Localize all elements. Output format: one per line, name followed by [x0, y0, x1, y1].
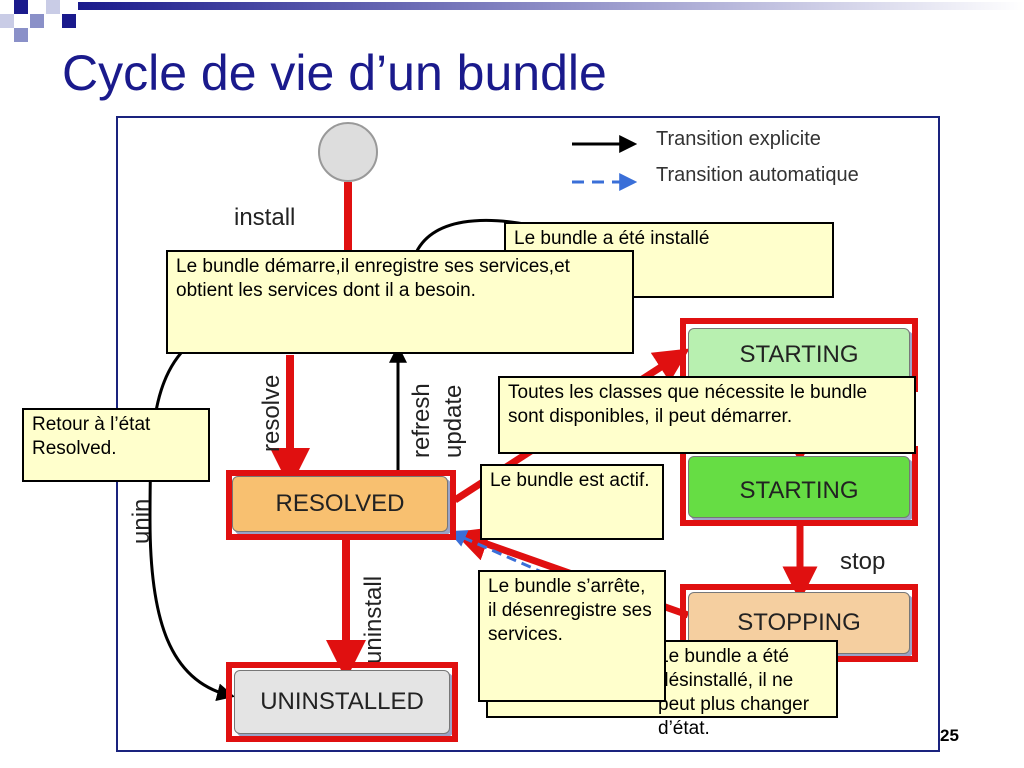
active-highlight — [680, 446, 918, 526]
callout-active: Le bundle est actif. — [480, 464, 664, 540]
uninstall-left-label: unin — [128, 498, 155, 544]
refresh-label: refresh — [408, 383, 435, 458]
uninstall-label: uninstall — [360, 575, 387, 664]
page-title: Cycle de vie d’un bundle — [62, 45, 607, 101]
state-uninstalled: UNINSTALLED — [234, 670, 450, 734]
corner-decoration — [0, 0, 1024, 42]
stop-label: stop — [840, 548, 886, 575]
resolved-highlight — [226, 470, 456, 540]
legend-automatic-label: Transition automatique — [656, 164, 859, 186]
callout-back-resolved: Retour à l’état Resolved. — [22, 408, 210, 482]
state-resolved: RESOLVED — [232, 476, 448, 532]
page-number: 25 — [940, 726, 959, 745]
state-active: STARTING — [688, 456, 910, 518]
callout-starts: Le bundle démarre,il enregistre ses serv… — [166, 250, 634, 354]
uninstalled-highlight — [226, 662, 458, 742]
update-label: update — [440, 384, 467, 458]
resolve-label: resolve — [258, 374, 285, 452]
state-starting: STARTING — [688, 328, 910, 382]
install-label: install — [234, 204, 296, 231]
initial-state-circle — [318, 122, 378, 182]
callout-resolved-classes: Toutes les classes que nécessite le bund… — [498, 376, 916, 454]
callout-stops: Le bundle s’arrête, il désenregistre ses… — [478, 570, 666, 702]
legend-explicit-label: Transition explicite — [656, 128, 821, 150]
